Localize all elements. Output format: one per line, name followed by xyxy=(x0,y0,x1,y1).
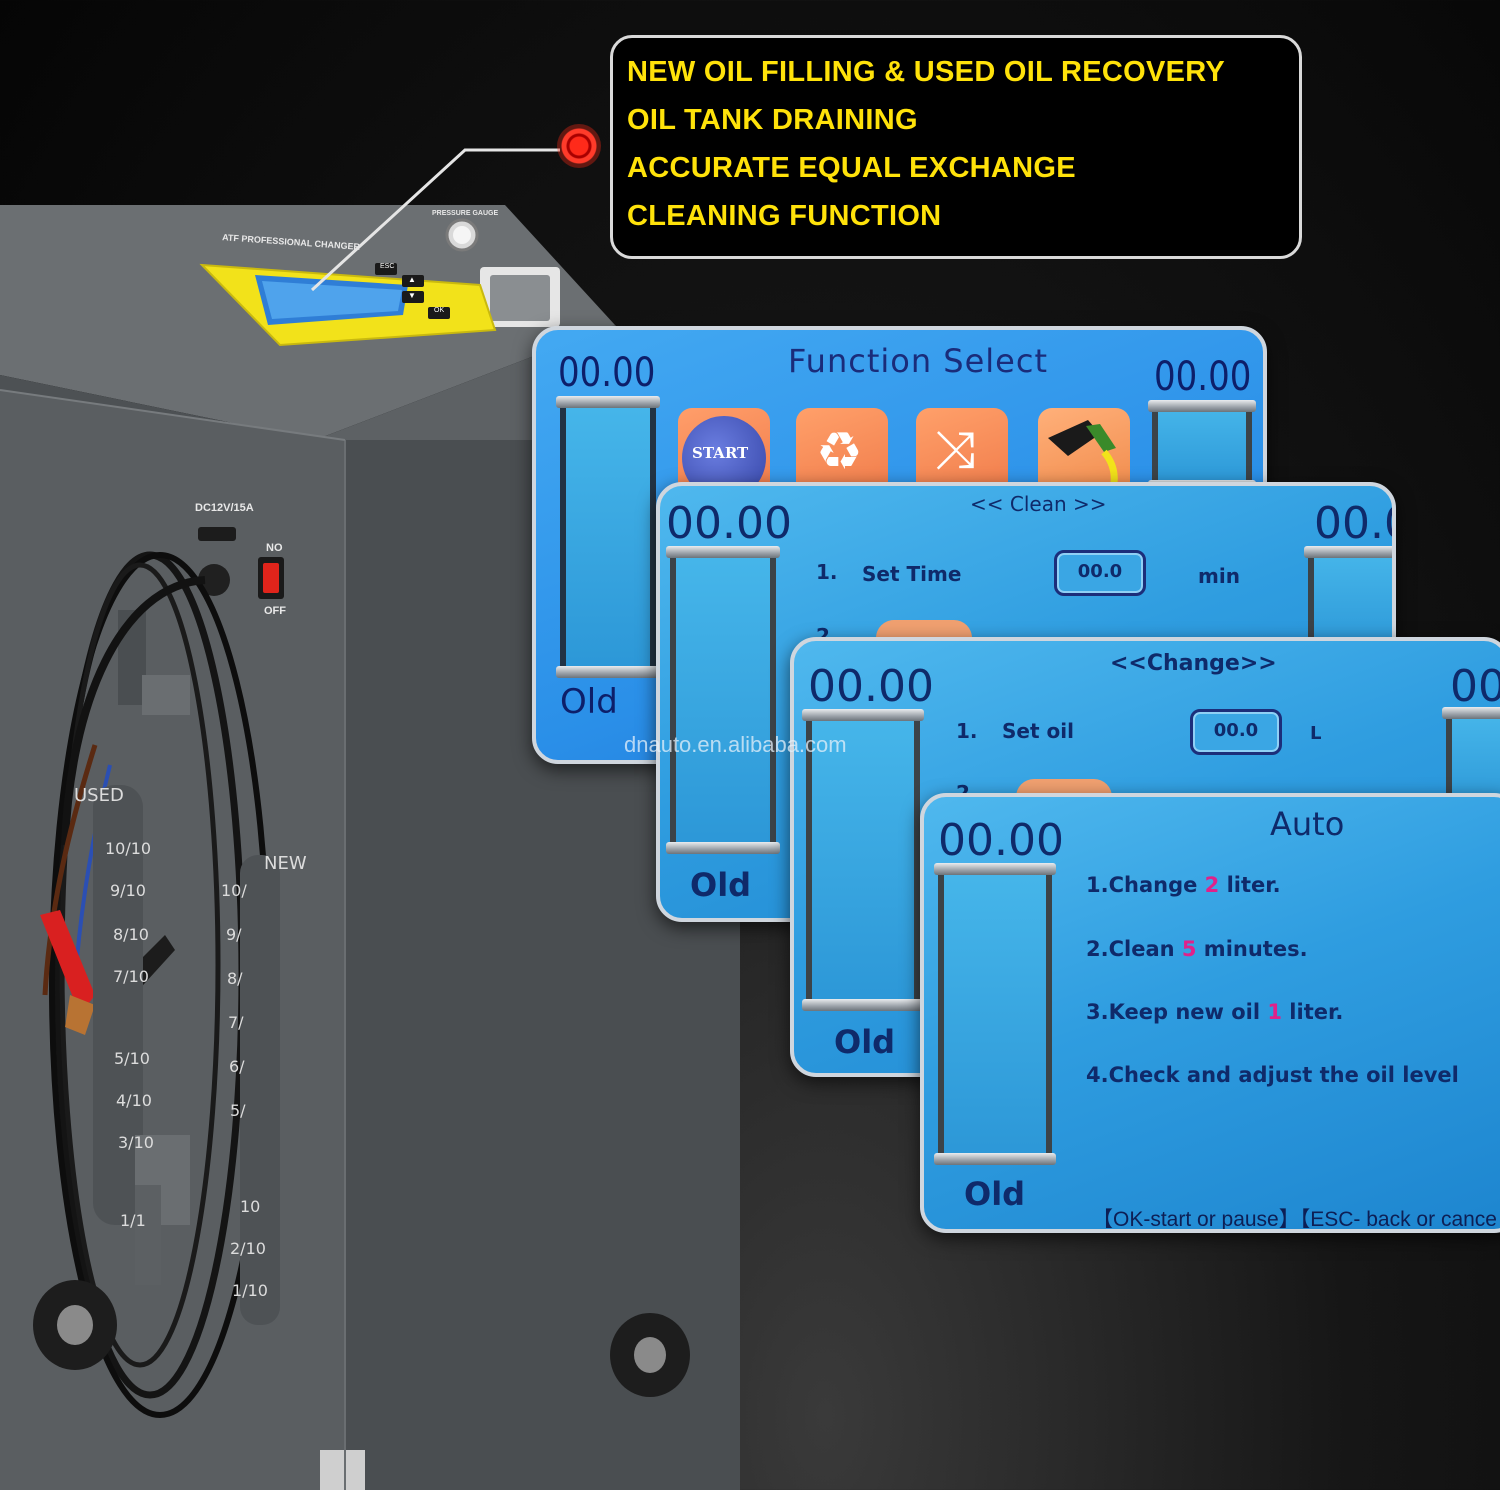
old-tank-label: Old xyxy=(560,682,618,722)
used-scale-tick: 7/10 xyxy=(113,967,149,986)
new-scale-tick: 7/ xyxy=(228,1013,244,1032)
set-oil-input[interactable]: 00.0 xyxy=(1190,709,1282,755)
auto-step-1: 1.Change 2 liter. xyxy=(1086,873,1281,897)
new-scale-tick: 9/ xyxy=(226,925,242,944)
feature-oil-filling-recovery: NEW OIL FILLING & USED OIL RECOVERY xyxy=(627,56,1226,88)
key-up[interactable]: ▲ xyxy=(408,275,416,284)
left-reading: 00.00 xyxy=(558,350,656,396)
new-scale-tick: 5/ xyxy=(230,1101,246,1120)
screen-title: <<Change>> xyxy=(1110,651,1277,676)
shuffle-exchange-icon: ⤨ xyxy=(934,420,976,480)
auto-step-3: 3.Keep new oil 1 liter. xyxy=(1086,1000,1344,1024)
set-time-label: Set Time xyxy=(862,562,962,586)
used-scale-tick: 4/10 xyxy=(116,1091,152,1110)
switch-off-label: OFF xyxy=(264,605,286,617)
old-oil-tank xyxy=(802,709,924,1011)
screen-title: << Clean >> xyxy=(970,492,1107,516)
left-reading: 00.00 xyxy=(938,815,1064,866)
screen-title: Function Select xyxy=(788,342,1048,380)
right-reading: 00. xyxy=(1450,661,1500,712)
set-time-input[interactable]: 00.0 xyxy=(1054,550,1146,596)
key-esc[interactable]: ESC xyxy=(380,263,395,270)
screen-title: Auto xyxy=(1270,805,1345,843)
gauge-label: PRESSURE GAUGE xyxy=(432,210,499,217)
old-oil-tank xyxy=(934,863,1056,1165)
row-number: 1. xyxy=(956,719,978,743)
old-tank-label: Old xyxy=(964,1175,1026,1213)
watermark-text: dnauto.en.alibaba.com xyxy=(624,732,847,757)
feature-equal-exchange: ACCURATE EQUAL EXCHANGE xyxy=(627,152,1076,184)
oil-unit-label: L xyxy=(1310,723,1322,744)
old-oil-tank xyxy=(666,546,780,854)
recycle-icon: ♻ xyxy=(816,422,863,482)
power-rating-label: DC12V/15A xyxy=(195,502,254,514)
new-scale-tick: 8/ xyxy=(227,969,243,988)
used-scale-tick: 3/10 xyxy=(118,1133,154,1152)
used-scale-tick: 5/10 xyxy=(114,1049,150,1068)
new-scale-tick: 10/ xyxy=(221,881,247,900)
switch-on-label: NO xyxy=(266,542,283,554)
used-tank-label: USED xyxy=(74,785,124,806)
feature-cleaning: CLEANING FUNCTION xyxy=(627,200,942,232)
old-oil-tank xyxy=(556,396,660,678)
old-tank-label: Old xyxy=(690,866,752,904)
left-reading: 00.00 xyxy=(808,661,934,712)
new-scale-tick: 10 xyxy=(240,1197,261,1216)
new-scale-tick: 1/10 xyxy=(232,1281,268,1300)
new-oil-tank xyxy=(1148,400,1256,492)
set-oil-label: Set oil xyxy=(1002,719,1074,743)
used-scale-tick: 1/1 xyxy=(120,1211,146,1230)
new-scale-tick: 2/10 xyxy=(230,1239,266,1258)
right-reading: 00.0 xyxy=(1314,498,1392,549)
key-down[interactable]: ▼ xyxy=(408,291,416,300)
new-tank-label: NEW xyxy=(264,853,307,874)
new-scale-tick: 6/ xyxy=(229,1057,245,1076)
used-scale-tick: 8/10 xyxy=(113,925,149,944)
key-hint-footer: 【OK-start or pause】【ESC- back or cance xyxy=(1092,1208,1497,1231)
start-button-label: START xyxy=(692,444,749,462)
time-unit-label: min xyxy=(1198,564,1240,588)
key-ok[interactable]: OK xyxy=(434,307,445,314)
feature-tank-draining: OIL TANK DRAINING xyxy=(627,104,918,136)
feature-callout-box: NEW OIL FILLING & USED OIL RECOVERY OIL … xyxy=(610,35,1302,259)
left-reading: 00.00 xyxy=(666,498,792,549)
callout-pointer-dot xyxy=(557,124,601,168)
auto-step-4: 4.Check and adjust the oil level xyxy=(1086,1063,1459,1087)
old-tank-label: Old xyxy=(834,1023,896,1061)
right-reading: 00.00 xyxy=(1154,354,1252,400)
auto-step-2: 2.Clean 5 minutes. xyxy=(1086,937,1308,961)
auto-screen: 00.00 Auto Old 1.Change 2 liter. 2.Clean… xyxy=(920,793,1500,1233)
row-number: 1. xyxy=(816,560,838,584)
used-scale-tick: 9/10 xyxy=(110,881,146,900)
used-scale-tick: 10/10 xyxy=(105,839,152,858)
